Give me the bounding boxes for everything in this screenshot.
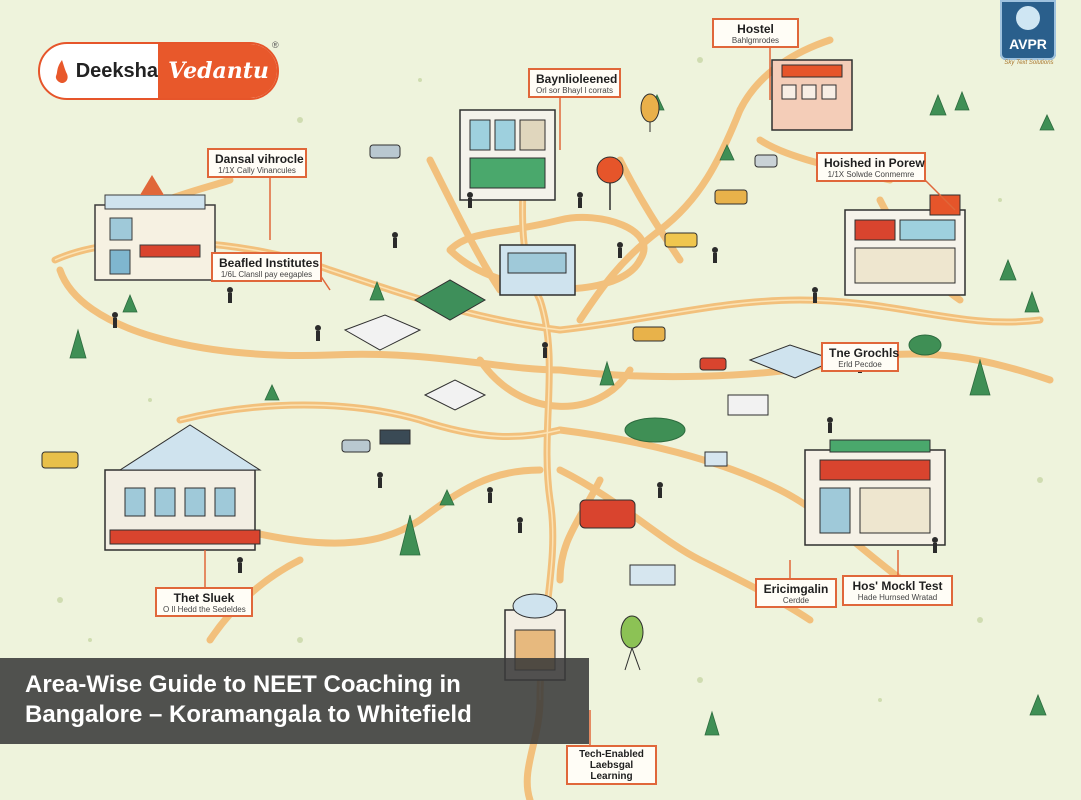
map-label-title: Thet Sluek <box>173 591 235 605</box>
map-label-subtitle: Bahlgmrodes <box>731 36 780 45</box>
title-banner: Area-Wise Guide to NEET Coaching in Bang… <box>0 658 589 744</box>
map-label-title: Tech-Enabled Laebsgal Learning <box>579 749 644 782</box>
map-label-subtitle: O Il Hedd the Sedeldes <box>163 605 246 614</box>
map-label-hostel: Hostel Bahlgmrodes <box>712 18 799 48</box>
map-label-title: Hos' Mockl Test <box>852 579 943 593</box>
flame-icon <box>55 60 68 83</box>
map-label-title: Dansal vihrocle <box>215 152 304 166</box>
registered-mark: ® <box>272 40 279 50</box>
grass-dots <box>57 57 1043 702</box>
avpr-emblem-icon <box>1016 6 1040 30</box>
map-label-title: Baynlioleened <box>536 72 618 86</box>
logo-deeksha: Deeksha <box>40 44 158 98</box>
map-label-subtitle: 1/6L Clansll pay eegaples <box>220 270 313 279</box>
tree-orange <box>620 93 942 671</box>
avpr-badge: AVPR <box>1000 0 1056 60</box>
building-right-campus <box>844 194 966 296</box>
building-school-left <box>94 175 216 281</box>
building-green-left <box>413 279 487 321</box>
map-label-subtitle: Orl sor Bhayl l corrats <box>536 86 613 95</box>
map-label-beafled-institutes: Beafled Institutes 1/6L Clansll pay eega… <box>211 252 322 282</box>
building-tower-top <box>459 109 556 201</box>
map-label-thet-sluek: Thet Sluek O Il Hedd the Sedeldes <box>155 587 253 617</box>
map-label-mock-test: Hos' Mockl Test Hade Hurnsed Wratad <box>842 575 953 606</box>
map-label-title: Tne Grochls <box>829 346 900 360</box>
map-label-title: Hoished in Porew <box>824 156 925 170</box>
vehicles <box>41 144 778 529</box>
logo-vedantu: Vedantu <box>158 44 277 98</box>
map-label-dansal-vihrocle: Dansal vihrocle 1/1X Cally Vinancules <box>207 148 307 178</box>
map-label-title: Beafled Institutes <box>219 256 320 270</box>
building-domed-bottom <box>504 593 566 681</box>
map-label-baynlioleened: Baynlioleened Orl sor Bhayl l corrats <box>528 68 621 98</box>
map-label-ericimgalin: Ericimgalin Cerdde <box>755 578 837 608</box>
logo-deeksha-text: Deeksha <box>75 59 158 82</box>
map-label-tech-enabled-learning: Tech-Enabled Laebsgal Learning <box>566 745 657 785</box>
map-label-subtitle: 1/1X Solwde Conmemre <box>827 170 915 179</box>
avpr-badge-text: AVPR <box>1009 36 1047 52</box>
avpr-tagline: Sky Text Solutions <box>1004 60 1054 66</box>
label-leader-lines <box>204 45 956 745</box>
building-hostel <box>771 59 853 131</box>
banner-title-line-1: Area-Wise Guide to NEET Coaching in <box>25 671 461 698</box>
map-label-subtitle: Hade Hurnsed Wratad <box>857 593 938 602</box>
brand-logo: Deeksha Vedantu <box>38 42 279 100</box>
building-hall-left <box>104 424 262 551</box>
small-blocks <box>343 314 769 586</box>
building-center-hub <box>499 244 576 296</box>
map-label-subtitle: Erld Pecdoe <box>838 360 882 369</box>
building-right-lower <box>804 439 946 546</box>
logo-vedantu-text: Vedantu <box>168 58 269 84</box>
map-label-subtitle: 1/1X Cally Vinancules <box>218 166 296 175</box>
map-label-subtitle: Cerdde <box>782 596 810 605</box>
map-pin <box>596 156 624 210</box>
map-label-title: Hostel <box>737 22 774 36</box>
banner-title-line-2: Bangalore – Koramangala to Whitefield <box>25 701 472 728</box>
map-label-hoished-in-porew: Hoished in Porew 1/1X Solwde Conmemre <box>816 152 926 182</box>
map-label-title: Ericimgalin <box>763 582 829 596</box>
map-label-tne-grochls: Tne Grochls Erld Pecdoe <box>821 342 899 372</box>
